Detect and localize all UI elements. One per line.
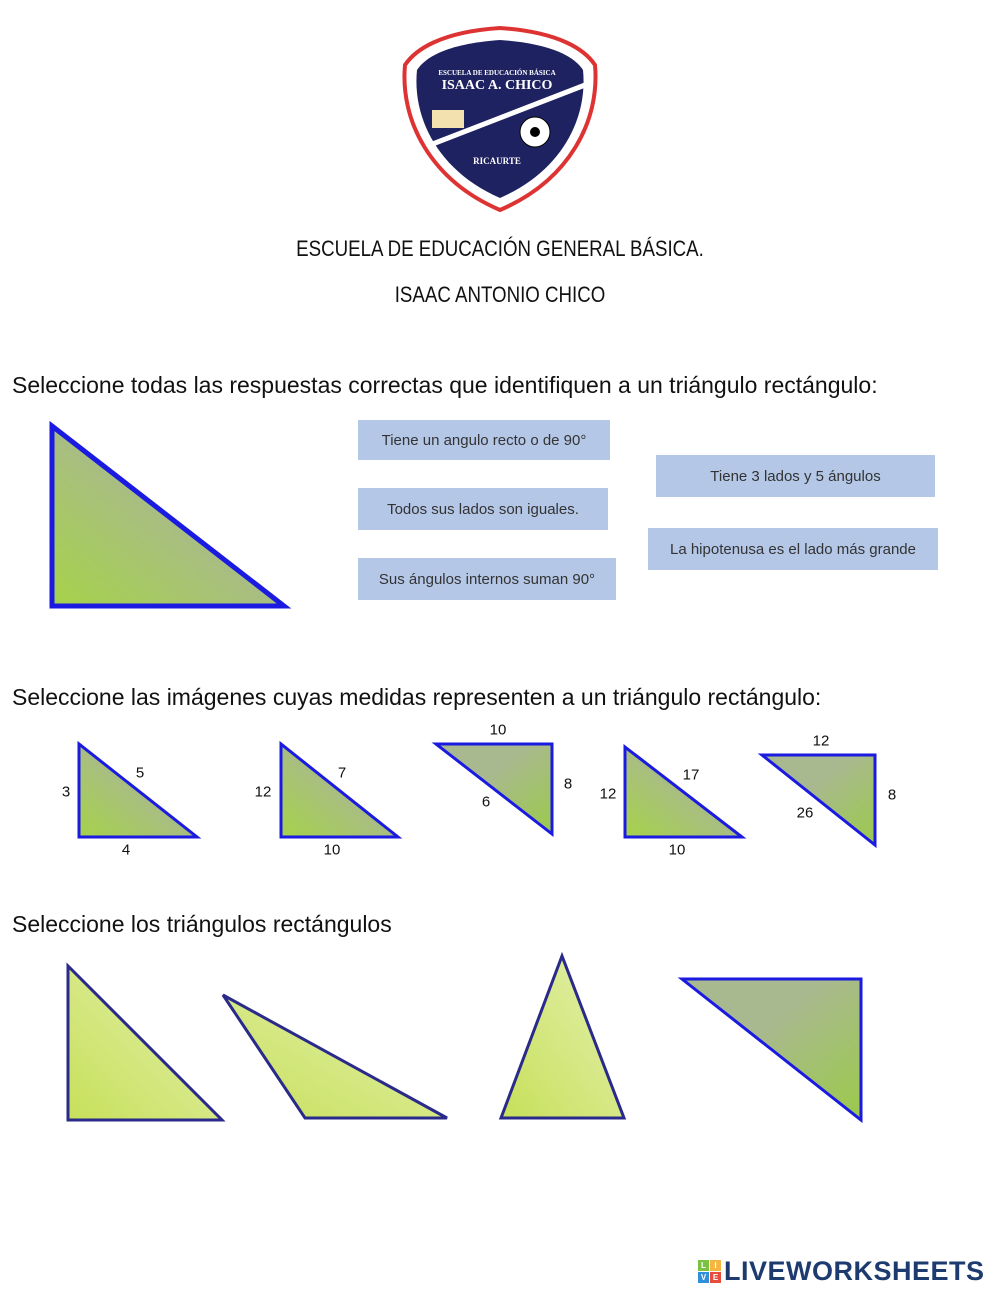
side-label: 12 [812, 732, 830, 750]
side-label: 10 [489, 721, 507, 739]
question-2: Seleccione las imágenes cuyas medidas re… [12, 684, 822, 710]
right-triangle-illustration [49, 420, 292, 609]
side-label: 12 [599, 785, 617, 803]
side-label: 5 [135, 764, 145, 782]
question-3: Seleccione los triángulos rectángulos [12, 911, 392, 937]
liveworksheets-logo: L I V E LIVEWORKSHEETS [698, 1256, 985, 1287]
book-icon [432, 110, 464, 128]
side-label: 6 [481, 793, 491, 811]
school-name: ISAAC ANTONIO CHICO [394, 282, 606, 307]
side-label: 8 [563, 775, 573, 793]
side-label: 10 [668, 841, 686, 859]
measured-triangle-4[interactable] [623, 743, 747, 839]
side-label: 7 [337, 764, 347, 782]
side-label: 26 [796, 804, 814, 822]
measured-triangle-2[interactable] [279, 740, 403, 839]
option-right-angle[interactable]: Tiene un angulo recto o de 90° [358, 420, 610, 460]
side-label: 4 [121, 841, 131, 859]
live-blocks-icon: L I V E [698, 1260, 721, 1283]
shape-triangle-3[interactable] [498, 951, 627, 1120]
logo-line3: RICAURTE [473, 156, 521, 166]
question-1: Seleccione todas las respuestas correcta… [12, 372, 878, 398]
school-logo: ESCUELA DE EDUCACIÓN BÁSICA ISAAC A. CHI… [402, 25, 598, 213]
logo-line2: ISAAC A. CHICO [442, 78, 553, 93]
shape-triangle-2[interactable] [221, 993, 448, 1120]
measured-triangle-1[interactable] [77, 740, 202, 839]
side-label: 3 [61, 783, 71, 801]
brand-name: LIVEWORKSHEETS [724, 1256, 985, 1286]
side-label: 10 [323, 841, 341, 859]
measured-triangle-5[interactable] [757, 753, 877, 849]
option-equal-sides[interactable]: Todos sus lados son iguales. [358, 488, 608, 530]
school-title: ESCUELA DE EDUCACIÓN GENERAL BÁSICA. [296, 236, 704, 261]
option-angles-sum-90[interactable]: Sus ángulos internos suman 90° [358, 558, 616, 600]
measured-triangle-3[interactable] [431, 742, 554, 838]
side-label: 12 [254, 783, 272, 801]
option-hypotenuse-largest[interactable]: La hipotenusa es el lado más grande [648, 528, 938, 570]
side-label: 17 [682, 766, 700, 784]
option-3-sides-5-angles[interactable]: Tiene 3 lados y 5 ángulos [656, 455, 935, 497]
logo-line1: ESCUELA DE EDUCACIÓN BÁSICA [438, 69, 555, 77]
side-label: 8 [887, 786, 897, 804]
shape-triangle-4[interactable] [677, 977, 863, 1124]
shape-triangle-1[interactable] [66, 962, 226, 1122]
